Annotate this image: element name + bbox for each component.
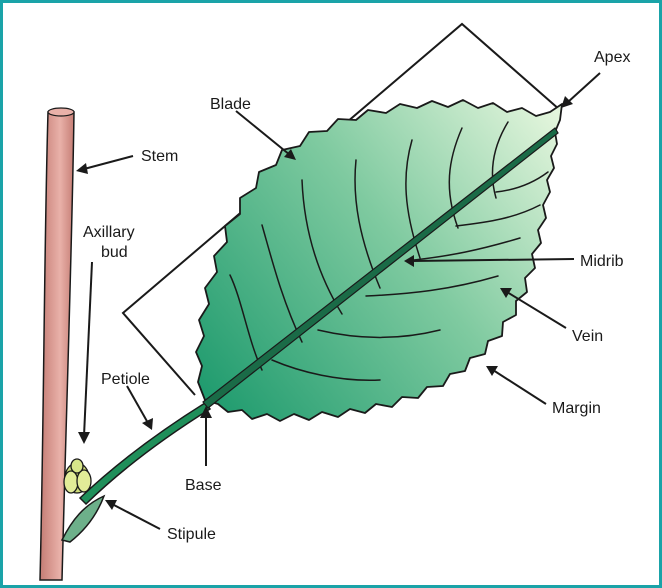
- axillary-bud: [64, 459, 91, 493]
- label-midrib: Midrib: [580, 253, 624, 270]
- stipule: [62, 496, 104, 542]
- label-bud: bud: [101, 244, 128, 261]
- label-stem: Stem: [141, 148, 178, 165]
- label-petiole: Petiole: [101, 371, 150, 388]
- label-blade: Blade: [210, 96, 251, 113]
- label-stipule: Stipule: [167, 526, 216, 543]
- label-base: Base: [185, 477, 222, 494]
- label-vein: Vein: [572, 328, 603, 345]
- label-apex: Apex: [594, 49, 630, 66]
- label-margin: Margin: [552, 400, 601, 417]
- label-axillary: Axillary: [83, 224, 135, 241]
- leaf-diagram: Stem Blade Apex Axillary bud Midrib Vein…: [3, 3, 659, 585]
- stem-shape: [40, 112, 74, 580]
